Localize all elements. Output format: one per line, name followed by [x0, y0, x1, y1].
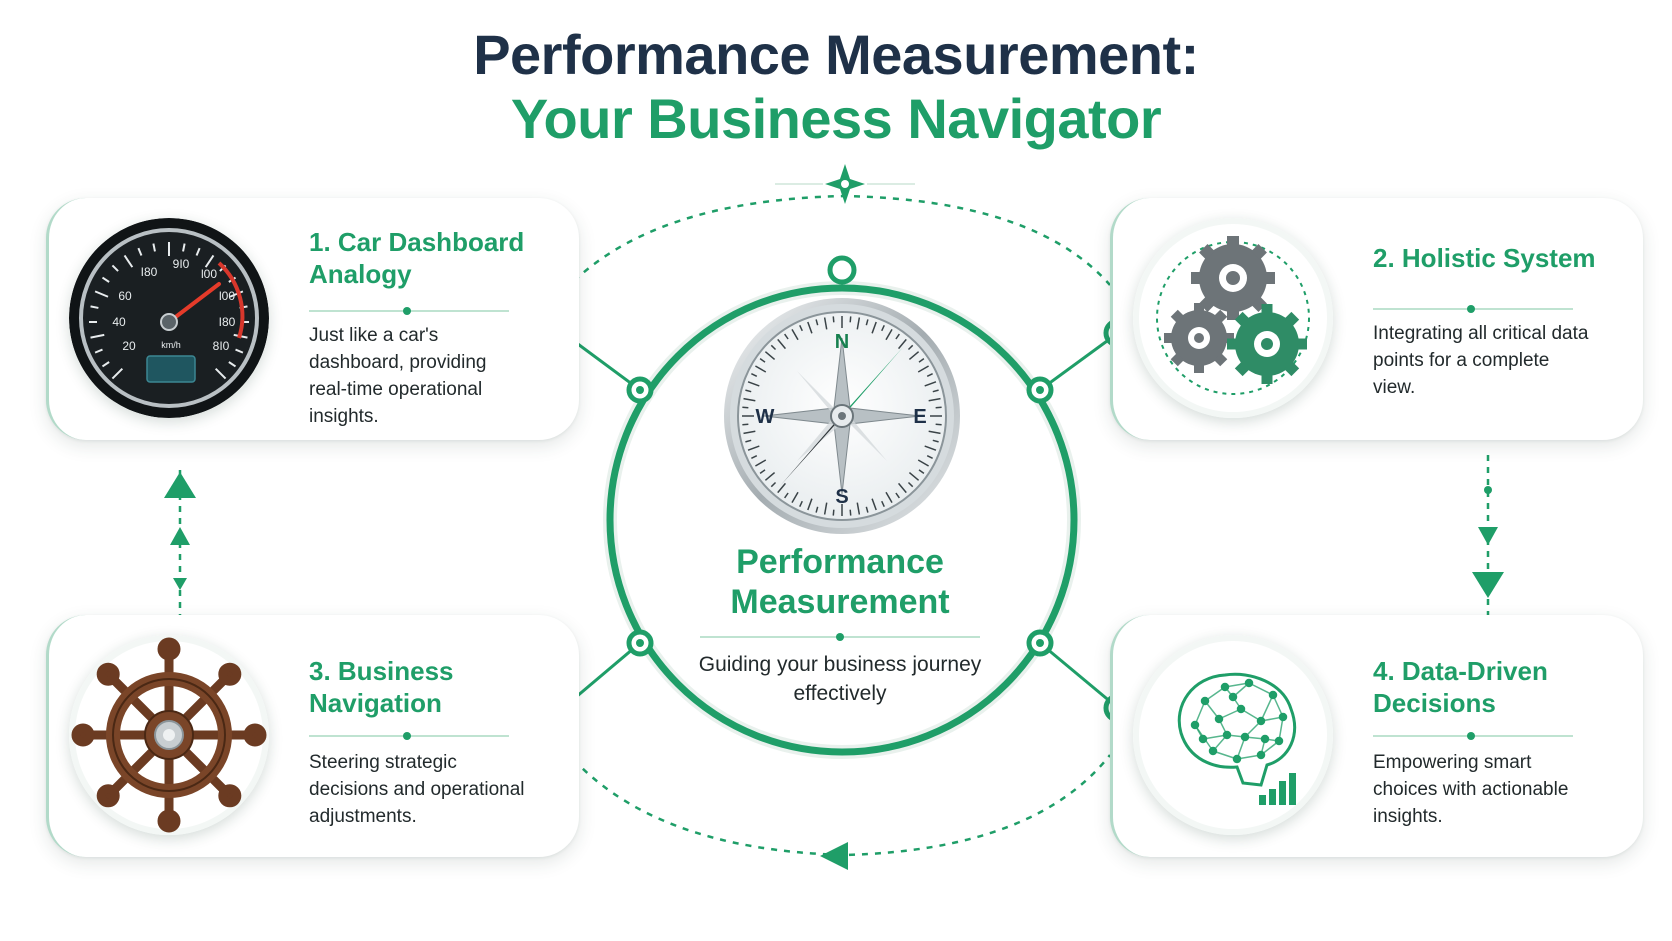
card-car-dashboard: 60 40 20 I80 9I0 l00 l00 I80 8I0 km/h 1.…: [46, 198, 579, 440]
compass-west-label: W: [756, 406, 775, 428]
card-title: 3. Business Navigation: [309, 656, 454, 718]
ring-nodes: [626, 255, 1054, 657]
ship-wheel-icon: [69, 635, 269, 835]
compass-south-label: S: [835, 486, 848, 508]
card-description: Integrating all critical data points for…: [1373, 323, 1589, 398]
card-divider: [1373, 305, 1573, 313]
center-subtitle: Guiding your business journey effectivel…: [698, 653, 982, 705]
center-ring: [606, 284, 1078, 756]
svg-text:I80: I80: [141, 265, 158, 279]
speedometer-icon: 60 40 20 I80 9I0 l00 l00 I80 8I0 km/h: [69, 218, 269, 418]
card-description: Steering strategic decisions and operati…: [309, 752, 525, 827]
compass-rose-icon: [775, 164, 915, 204]
gears-icon: [1133, 218, 1333, 418]
card-title: 1. Car Dashboard Analogy: [309, 227, 525, 289]
card-title: 4. Data-Driven Decisions: [1373, 656, 1548, 718]
compass-east-label: E: [913, 406, 926, 428]
page-title-line1: Performance Measurement:: [473, 23, 1199, 86]
svg-text:40: 40: [112, 315, 126, 329]
card-business-navigation: 3. Business Navigation Steering strategi…: [46, 615, 579, 857]
arrow-down-icon: [1472, 455, 1504, 615]
page-title-line2: Your Business Navigator: [510, 87, 1162, 150]
orbit-bottom-arc: [564, 749, 1111, 857]
svg-text:I80: I80: [219, 315, 236, 329]
center-divider: [700, 633, 980, 641]
card-divider: [309, 307, 509, 315]
svg-text:km/h: km/h: [161, 340, 181, 350]
card-divider: [309, 732, 509, 740]
card-holistic-system: 2. Holistic System Integrating all criti…: [1110, 198, 1643, 440]
card-data-driven-decisions: 4. Data-Driven Decisions Empowering smar…: [1110, 615, 1643, 857]
card-description: Just like a car's dashboard, providing r…: [309, 325, 487, 427]
card-title: 2. Holistic System: [1373, 243, 1596, 273]
compass-north-label: N: [835, 331, 849, 353]
svg-text:l00: l00: [201, 267, 217, 281]
compass-icon: [724, 298, 960, 534]
center-title: Performance Measurement: [730, 543, 950, 621]
arrow-up-icon: [164, 470, 196, 615]
svg-text:l00: l00: [219, 289, 235, 303]
card-description: Empowering smart choices with actionable…: [1373, 752, 1569, 827]
svg-text:60: 60: [118, 289, 132, 303]
card-divider: [1373, 732, 1573, 740]
svg-text:20: 20: [122, 339, 136, 353]
svg-text:8I0: 8I0: [213, 339, 230, 353]
brain-chart-icon: [1133, 635, 1333, 835]
svg-text:9I0: 9I0: [173, 257, 190, 271]
arrow-left-icon: [820, 842, 848, 870]
